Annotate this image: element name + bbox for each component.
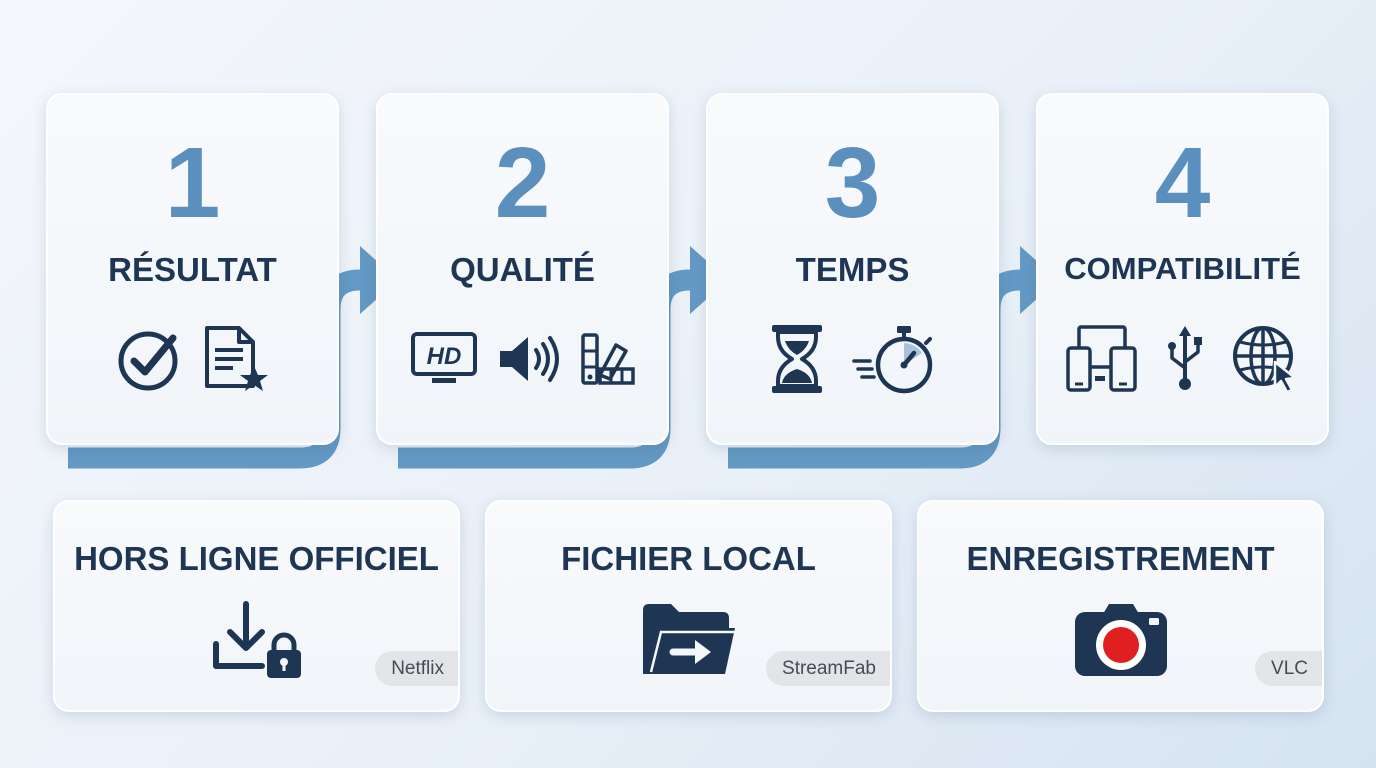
step-icons	[1038, 323, 1327, 395]
document-star-icon	[204, 326, 268, 391]
method-title: FICHIER LOCAL	[561, 540, 816, 577]
usb-icon	[1167, 326, 1202, 390]
source-tag: VLC	[1255, 651, 1322, 686]
step-card-2: 2 QUALITÉ HD	[376, 93, 669, 445]
step-icons: HD	[378, 323, 667, 395]
globe-cursor-icon	[1232, 326, 1296, 394]
speaker-icon	[499, 336, 559, 382]
step-title: TEMPS	[795, 251, 910, 288]
source-tag: StreamFab	[766, 651, 890, 686]
step-number: 1	[164, 127, 221, 239]
step-card-1: 1 RÉSULTAT	[46, 93, 339, 445]
svg-text:HD: HD	[426, 343, 461, 370]
method-card-local-file: FICHIER LOCAL StreamFab	[485, 500, 892, 712]
step-card-3: 3 TEMPS	[706, 93, 999, 445]
step-icons	[48, 323, 337, 395]
hd-tv-icon: HD	[410, 332, 477, 383]
step-card-4: 4 COMPATIBILITÉ	[1036, 93, 1329, 445]
step-number: 2	[494, 127, 551, 239]
camera-record-icon	[1074, 604, 1167, 676]
method-card-offline: HORS LIGNE OFFICIEL Netflix	[53, 500, 460, 712]
download-lock-icon	[212, 601, 301, 678]
hourglass-icon	[771, 325, 822, 393]
source-tag: Netflix	[375, 651, 458, 686]
devices-icon	[1065, 325, 1137, 392]
step-icons	[708, 323, 997, 395]
method-title: ENREGISTREMENT	[966, 540, 1275, 577]
step-title: RÉSULTAT	[108, 251, 277, 288]
step-title: COMPATIBILITÉ	[1064, 251, 1301, 286]
check-circle-icon	[118, 331, 177, 391]
color-palette-icon	[580, 333, 635, 385]
method-card-recording: ENREGISTREMENT VLC	[917, 500, 1324, 712]
stopwatch-icon	[851, 326, 932, 394]
folder-arrow-icon	[642, 604, 735, 674]
step-title: QUALITÉ	[450, 251, 595, 288]
step-number: 3	[824, 127, 881, 239]
method-title: HORS LIGNE OFFICIEL	[74, 540, 439, 577]
step-number: 4	[1154, 127, 1211, 239]
